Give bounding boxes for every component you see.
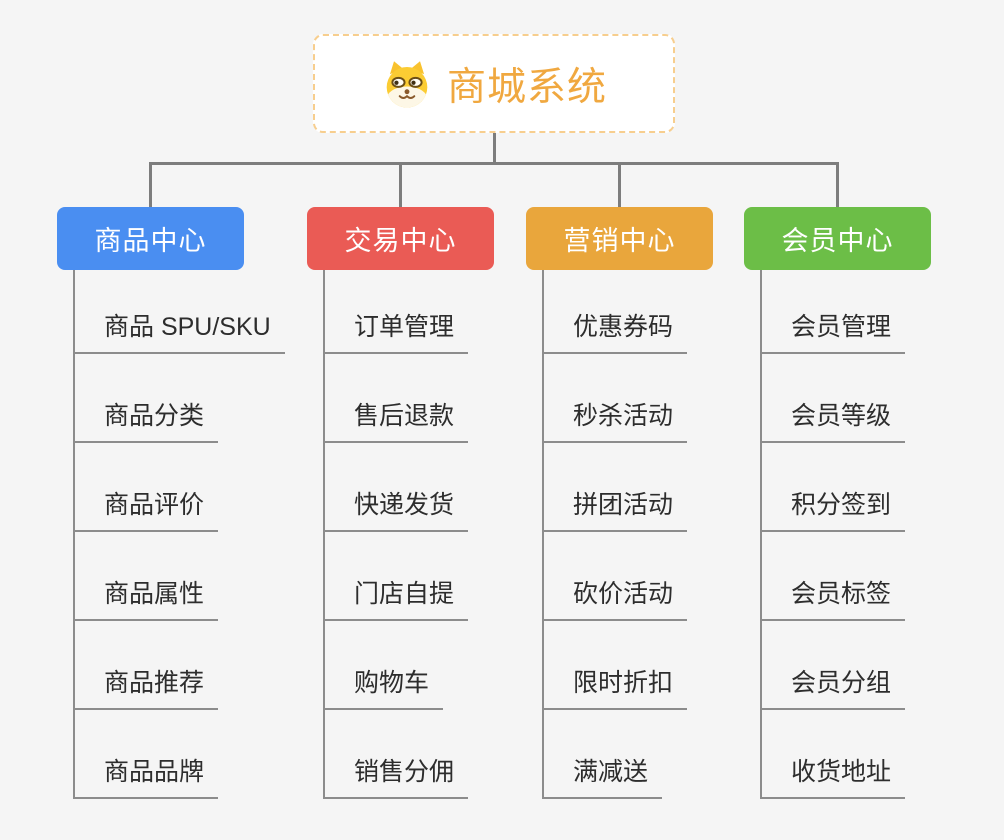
- branch-node-3[interactable]: 营销中心: [526, 207, 713, 270]
- leaf-item[interactable]: 商品分类: [75, 354, 219, 443]
- leaf-label: 满减送: [573, 758, 649, 786]
- root-node[interactable]: 商城系统: [313, 34, 675, 133]
- leaf-item[interactable]: 会员等级: [762, 354, 906, 443]
- shiba-dog-icon: [381, 58, 433, 110]
- connector-line: [618, 162, 621, 207]
- branch-node-1[interactable]: 商品中心: [57, 207, 244, 270]
- connector-line: [836, 162, 839, 207]
- leaf-label: 收货地址: [791, 758, 892, 786]
- root-title: 商城系统: [446, 65, 607, 109]
- branch-label: 会员中心: [781, 226, 894, 256]
- branch-column-4: 会员管理会员等级积分签到会员标签会员分组收货地址: [760, 270, 906, 799]
- branch-node-4[interactable]: 会员中心: [744, 207, 931, 270]
- branch-column-2: 订单管理售后退款快递发货门店自提购物车销售分佣: [323, 270, 469, 799]
- leaf-label: 砍价活动: [573, 580, 674, 608]
- leaf-label: 优惠券码: [573, 313, 674, 341]
- leaf-item[interactable]: 限时折扣: [544, 621, 688, 710]
- leaf-item[interactable]: 销售分佣: [325, 710, 469, 799]
- branch-label: 商品中心: [94, 226, 207, 256]
- leaf-label: 快递发货: [354, 491, 455, 519]
- leaf-item[interactable]: 商品推荐: [75, 621, 219, 710]
- leaf-label: 秒杀活动: [573, 402, 674, 430]
- leaf-label: 会员标签: [791, 580, 892, 608]
- leaf-label: 订单管理: [354, 313, 455, 341]
- leaf-item[interactable]: 门店自提: [325, 532, 469, 621]
- leaf-label: 商品分类: [104, 402, 205, 430]
- leaf-item[interactable]: 商品属性: [75, 532, 219, 621]
- leaf-label: 购物车: [354, 669, 430, 697]
- leaf-label: 商品属性: [104, 580, 205, 608]
- leaf-label: 会员管理: [791, 313, 892, 341]
- leaf-label: 售后退款: [354, 402, 455, 430]
- leaf-item[interactable]: 购物车: [325, 621, 444, 710]
- leaf-item[interactable]: 秒杀活动: [544, 354, 688, 443]
- leaf-item[interactable]: 会员分组: [762, 621, 906, 710]
- leaf-item[interactable]: 商品 SPU/SKU: [75, 270, 285, 354]
- leaf-item[interactable]: 满减送: [544, 710, 663, 799]
- leaf-item[interactable]: 拼团活动: [544, 443, 688, 532]
- connector-line: [492, 133, 496, 165]
- leaf-label: 商品推荐: [104, 669, 205, 697]
- leaf-item[interactable]: 收货地址: [762, 710, 906, 799]
- connector-line: [149, 162, 839, 165]
- leaf-label: 限时折扣: [573, 669, 674, 697]
- branch-column-1: 商品 SPU/SKU 商品分类商品评价商品属性商品推荐商品品牌: [73, 270, 285, 799]
- leaf-item[interactable]: 积分签到: [762, 443, 906, 532]
- leaf-label: 门店自提: [354, 580, 455, 608]
- leaf-item[interactable]: 商品评价: [75, 443, 219, 532]
- leaf-label: 会员分组: [791, 669, 892, 697]
- leaf-item[interactable]: 订单管理: [325, 270, 469, 354]
- leaf-item[interactable]: 售后退款: [325, 354, 469, 443]
- leaf-item[interactable]: 商品品牌: [75, 710, 219, 799]
- branch-label: 营销中心: [563, 226, 676, 256]
- connector-line: [399, 162, 402, 207]
- leaf-label: 商品 SPU/SKU: [104, 313, 271, 341]
- leaf-item[interactable]: 会员管理: [762, 270, 906, 354]
- branch-label: 交易中心: [344, 226, 457, 256]
- leaf-label: 拼团活动: [573, 491, 674, 519]
- leaf-item[interactable]: 优惠券码: [544, 270, 688, 354]
- leaf-item[interactable]: 砍价活动: [544, 532, 688, 621]
- leaf-label: 商品品牌: [104, 758, 205, 786]
- leaf-item[interactable]: 会员标签: [762, 532, 906, 621]
- branch-column-3: 优惠券码秒杀活动拼团活动砍价活动限时折扣满减送: [542, 270, 688, 799]
- leaf-item[interactable]: 快递发货: [325, 443, 469, 532]
- connector-line: [149, 162, 152, 207]
- branch-node-2[interactable]: 交易中心: [307, 207, 494, 270]
- leaf-label: 会员等级: [791, 402, 892, 430]
- leaf-label: 商品评价: [104, 491, 205, 519]
- leaf-label: 销售分佣: [354, 758, 455, 786]
- leaf-label: 积分签到: [791, 491, 892, 519]
